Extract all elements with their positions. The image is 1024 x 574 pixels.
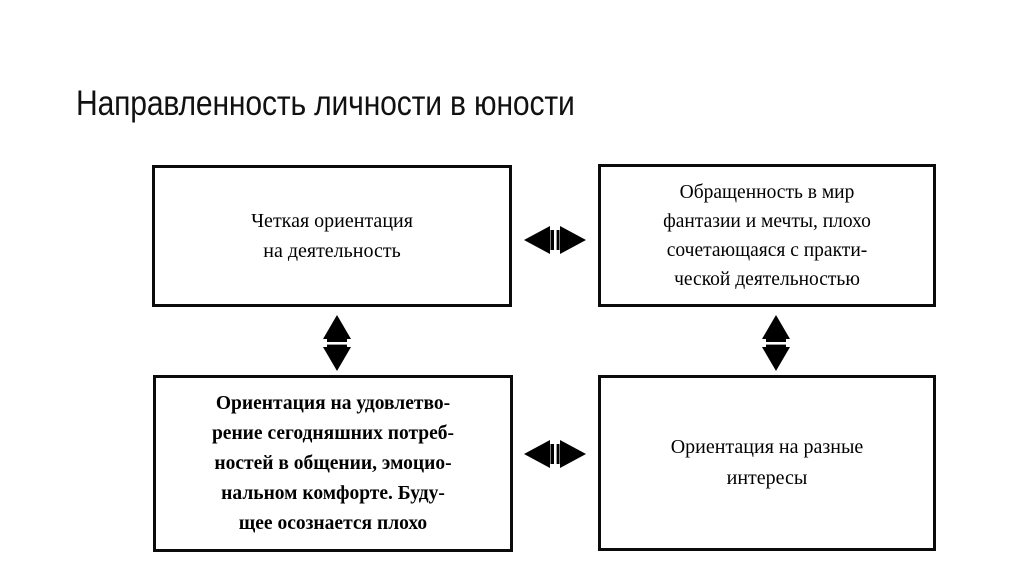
- node-present-needs: Ориентация на удовлетво- рение сегодняшн…: [153, 375, 513, 552]
- double-arrow-horizontal-icon: [524, 222, 586, 258]
- node-fantasy-world: Обращенность в мир фантазии и мечты, пло…: [598, 164, 936, 307]
- node-orientation-activity-label: Четкая ориентация на деятельность: [251, 210, 413, 262]
- double-arrow-vertical-icon: [319, 315, 355, 371]
- node-present-needs-label: Ориентация на удовлетво- рение сегодняшн…: [211, 392, 455, 534]
- double-arrow-vertical-icon: [758, 315, 794, 371]
- node-orientation-activity: Четкая ориентация на деятельность: [152, 165, 512, 307]
- double-arrow-horizontal-icon: [524, 436, 586, 472]
- node-varied-interests: Ориентация на разные интересы: [598, 375, 936, 551]
- node-varied-interests-label: Ориентация на разные интересы: [670, 436, 864, 489]
- page-title: Направленность личности в юности: [76, 84, 575, 124]
- node-fantasy-world-label: Обращенность в мир фантазии и мечты, пло…: [663, 181, 871, 290]
